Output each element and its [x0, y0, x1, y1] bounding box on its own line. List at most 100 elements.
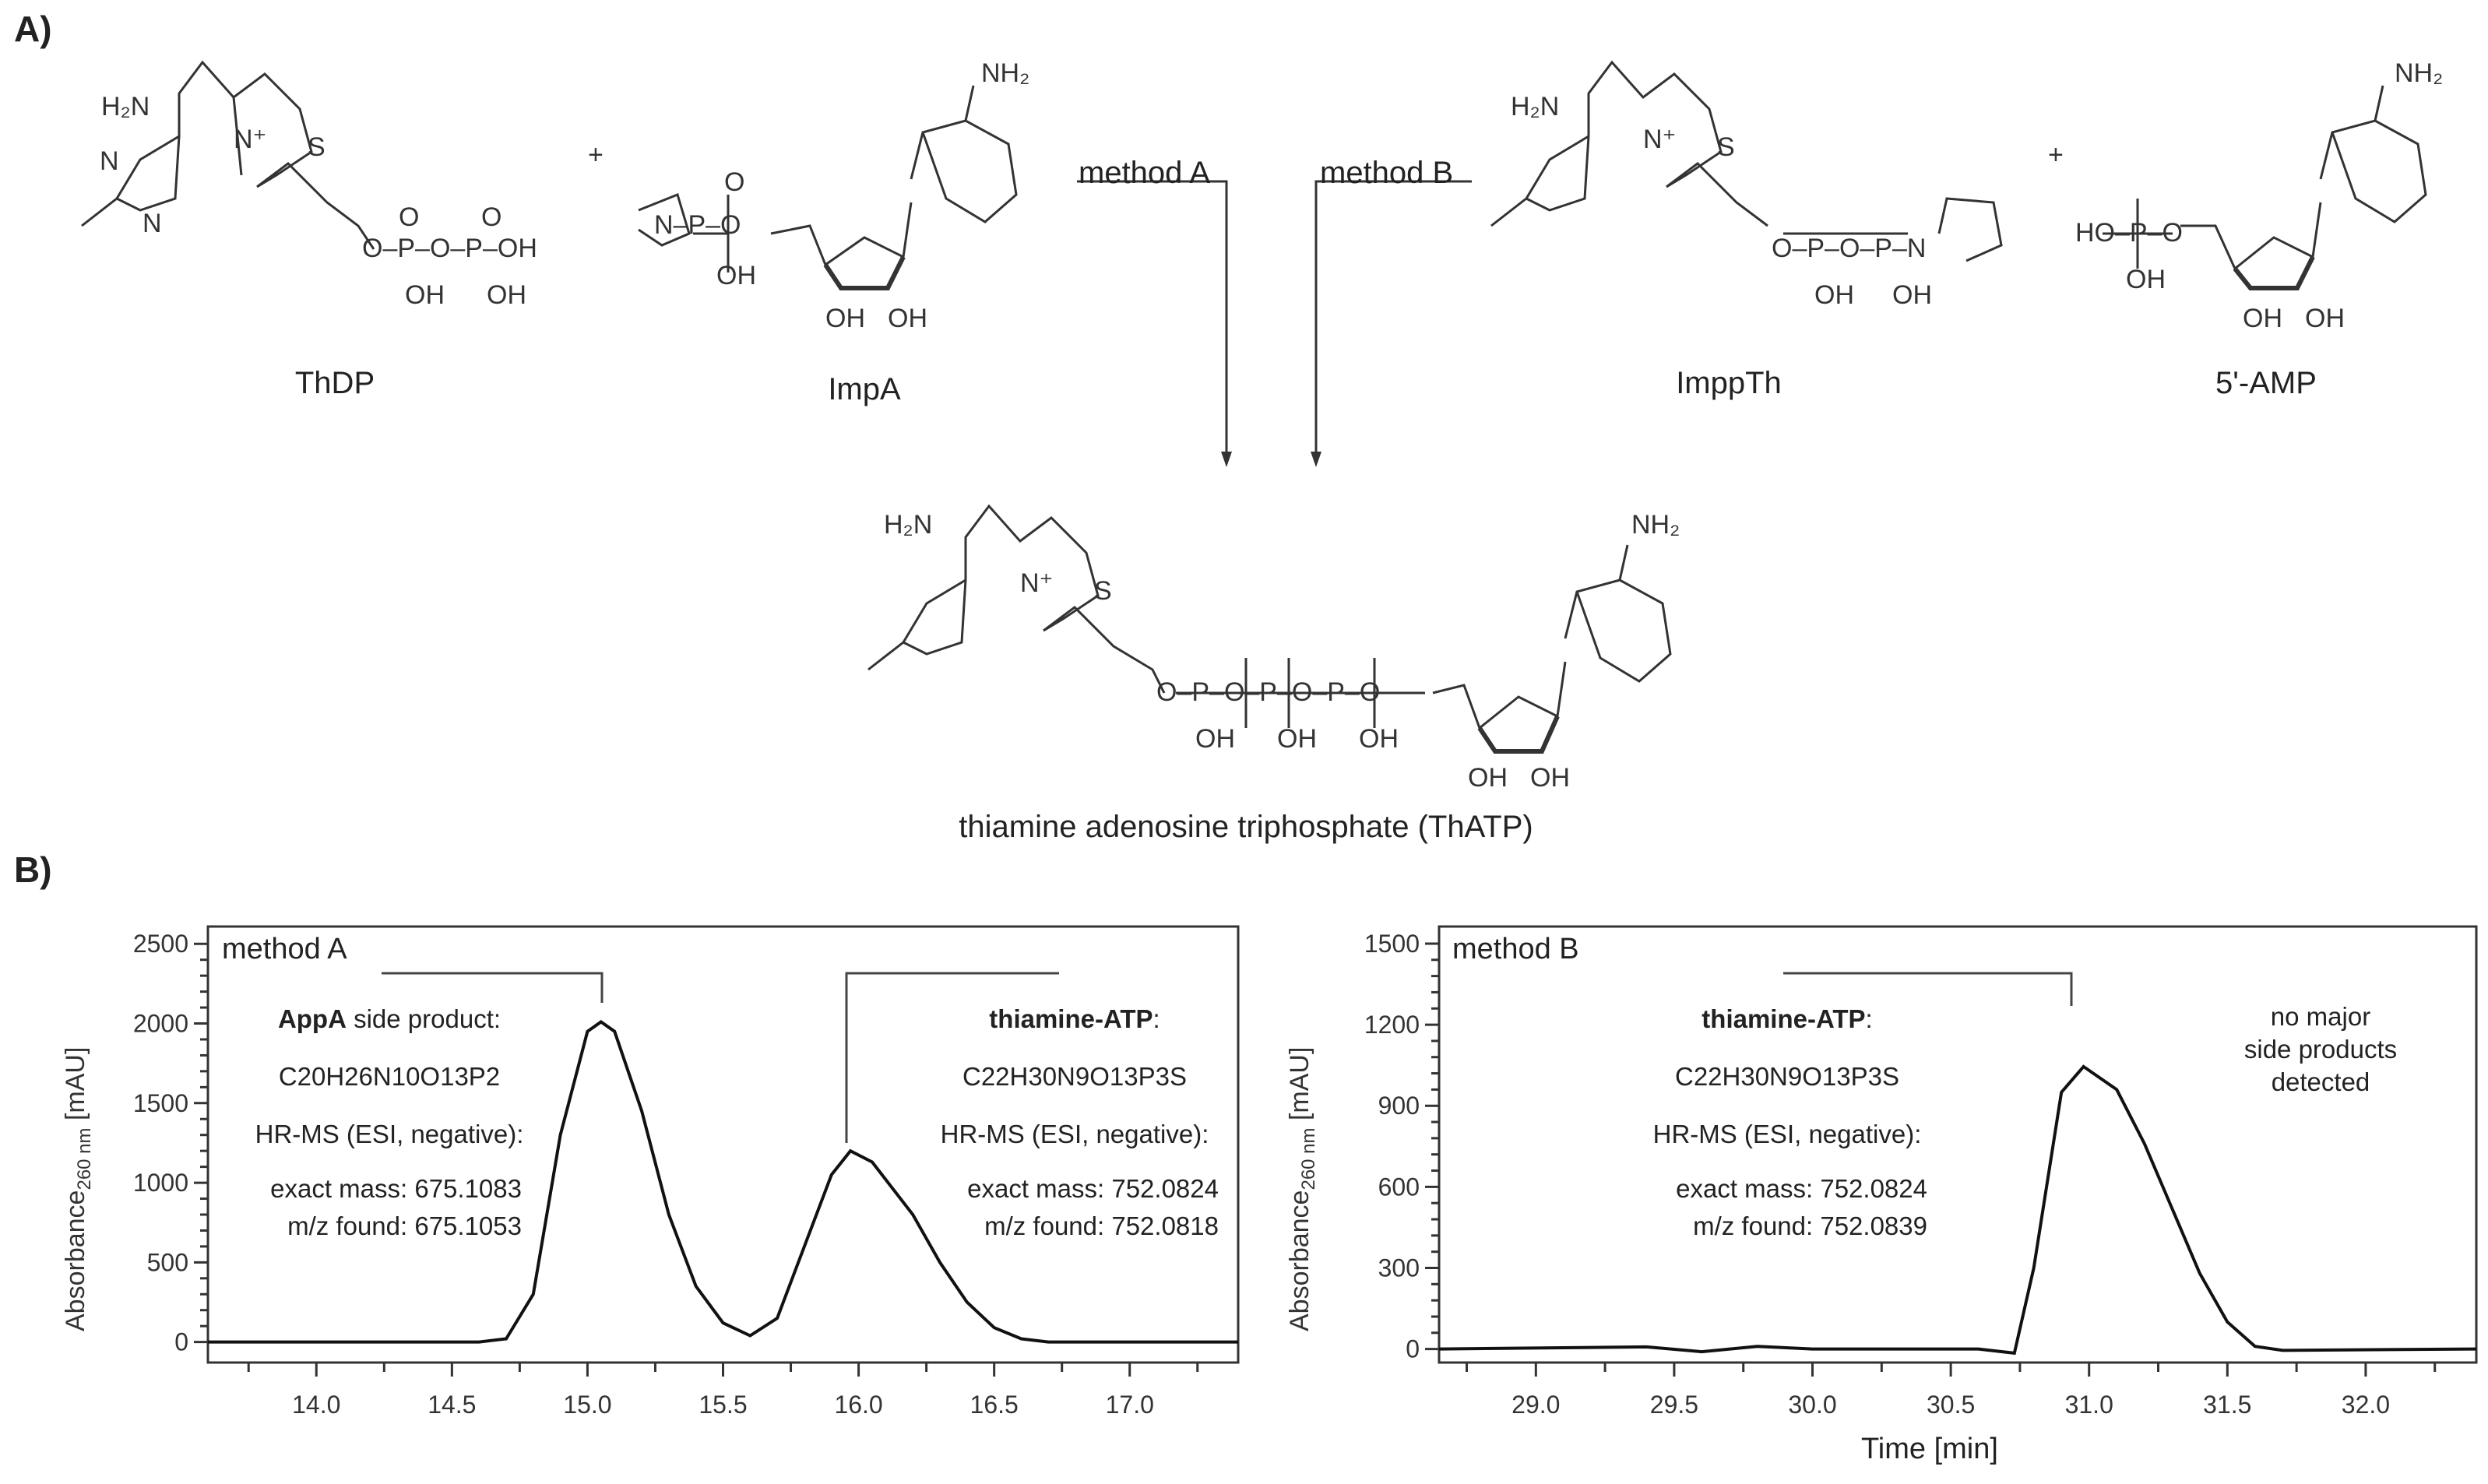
svg-text:HO–P–O: HO–P–O — [2075, 218, 2183, 248]
thatp-b-formula: C22H30N9O13P3S — [1674, 1062, 1899, 1091]
svg-text:2000: 2000 — [133, 1010, 188, 1038]
svg-text:O: O — [724, 167, 744, 197]
svg-text:H₂N: H₂N — [101, 92, 150, 121]
plus-sign-2: + — [2048, 140, 2064, 170]
thatp-a-title: thiamine-ATP — [989, 1004, 1153, 1033]
svg-text:16.5: 16.5 — [970, 1391, 1019, 1419]
svg-text:OH: OH — [1814, 280, 1854, 310]
annotation-thatp-b: thiamine-ATP: C22H30N9O13P3S HR-MS (ESI,… — [1639, 1000, 1935, 1245]
plus-sign-1: + — [588, 140, 604, 170]
note-line-2: side products — [2243, 1035, 2398, 1064]
note-line-1: no major — [2270, 1002, 2371, 1031]
svg-text:17.0: 17.0 — [1106, 1391, 1154, 1419]
method-a-arrow — [1077, 180, 1228, 459]
svg-text:1000: 1000 — [133, 1169, 188, 1197]
y-axis-label-a: Absorbance260 nm [mAU] — [61, 1047, 95, 1331]
appa-title-rest: side product: — [346, 1004, 501, 1033]
svg-text:OH: OH — [2243, 304, 2282, 333]
amp-structure — [2103, 85, 2427, 290]
method-b-arrow — [1314, 180, 1472, 459]
svg-text:OH: OH — [2305, 304, 2345, 333]
svg-text:S: S — [1717, 132, 1735, 162]
svg-text:OH: OH — [716, 261, 756, 290]
svg-text:29.5: 29.5 — [1650, 1391, 1698, 1419]
svg-text:15.5: 15.5 — [699, 1391, 747, 1419]
thdp-structure — [81, 60, 375, 250]
svg-text:OH: OH — [405, 280, 445, 310]
annotation-thatp-a: thiamine-ATP: C22H30N9O13P3S HR-MS (ESI,… — [911, 1000, 1238, 1245]
svg-text:OH: OH — [1468, 763, 1508, 793]
reaction-scheme: H₂N N N N⁺ S O–P–O–P–OH OH OH O O NH₂ N–P–O OH O… — [81, 58, 2443, 793]
svg-text:600: 600 — [1378, 1173, 1420, 1201]
note-line-3: detected — [2271, 1067, 2370, 1096]
svg-text:H₂N: H₂N — [884, 510, 932, 540]
svg-text:1500: 1500 — [133, 1089, 188, 1117]
chart-method-a: Absorbance260 nm [mAU] 05001000150020002… — [61, 925, 1240, 1419]
svg-text:N: N — [100, 146, 119, 176]
svg-text:N⁺: N⁺ — [234, 125, 267, 154]
x-axis-label: Time [min] — [1861, 1433, 1998, 1465]
thatp-a-found: m/z found: 752.0818 — [984, 1211, 1219, 1240]
svg-text:14.5: 14.5 — [428, 1391, 476, 1419]
svg-text:16.0: 16.0 — [834, 1391, 882, 1419]
svg-text:OH: OH — [487, 280, 526, 310]
svg-text:OH: OH — [1359, 724, 1399, 754]
chart-method-b: Absorbance260 nm [mAU] 0 300 600 900 1200 150… — [1285, 925, 2478, 1419]
svg-text:1200: 1200 — [1364, 1011, 1420, 1039]
amp-label: 5'-AMP — [2215, 366, 2317, 400]
svg-text:O–P–O–P–OH: O–P–O–P–OH — [362, 234, 537, 263]
svg-text:OH: OH — [1277, 724, 1317, 754]
svg-text:300: 300 — [1378, 1254, 1420, 1282]
svg-text:0: 0 — [174, 1328, 188, 1356]
svg-text:900: 900 — [1378, 1092, 1420, 1120]
thatp-b-title: thiamine-ATP — [1701, 1004, 1866, 1033]
annotation-appa: AppA side product: C20H26N10O13P2 HR-MS … — [234, 1000, 545, 1245]
thatp-structure — [867, 504, 1672, 754]
svg-text:0: 0 — [1406, 1335, 1420, 1363]
impa-label: ImpA — [828, 372, 901, 406]
svg-text:1500: 1500 — [1364, 930, 1420, 958]
thdp-label: ThDP — [294, 366, 375, 400]
thatp-a-title-rest: : — [1153, 1004, 1160, 1033]
svg-text:32.0: 32.0 — [2342, 1391, 2390, 1419]
svg-text:NH₂: NH₂ — [981, 58, 1029, 88]
svg-text:OH: OH — [1195, 724, 1235, 754]
svg-text:O–P–O–P–O–P–O: O–P–O–P–O–P–O — [1156, 677, 1380, 707]
svg-text:N⁺: N⁺ — [1020, 568, 1054, 598]
impa-structure — [638, 85, 1018, 290]
y-axis-label-b: Absorbance260 nm [mAU] — [1285, 1047, 1319, 1331]
thatp-b-method: HR-MS (ESI, negative): — [1652, 1120, 1922, 1148]
method-a-label: method A — [1079, 156, 1211, 190]
svg-text:OH: OH — [888, 304, 927, 333]
svg-text:OH: OH — [1530, 763, 1570, 793]
thatp-b-found: m/z found: 752.0839 — [1693, 1211, 1927, 1240]
svg-text:O–P–O–P–N: O–P–O–P–N — [1772, 234, 1926, 263]
svg-text:OH: OH — [2126, 265, 2166, 294]
svg-text:O: O — [481, 202, 501, 232]
svg-text:15.0: 15.0 — [563, 1391, 611, 1419]
panel-a-label: A) — [14, 9, 52, 49]
svg-text:30.5: 30.5 — [1927, 1391, 1975, 1419]
no-side-products-note: no major side products detected — [2204, 1000, 2437, 1099]
appa-formula: C20H26N10O13P2 — [278, 1062, 501, 1091]
chart-a-title: method A — [222, 933, 347, 965]
svg-text:N: N — [143, 209, 162, 238]
chart-b-title: method B — [1452, 933, 1579, 965]
svg-text:31.5: 31.5 — [2203, 1391, 2251, 1419]
svg-text:OH: OH — [1892, 280, 1932, 310]
thatp-label: thiamine adenosine triphosphate (ThATP) — [959, 810, 1533, 844]
imppth-label: ImppTh — [1676, 366, 1782, 400]
method-b-label: method B — [1320, 156, 1454, 190]
svg-text:H₂N: H₂N — [1511, 92, 1559, 121]
svg-text:S: S — [308, 132, 326, 162]
svg-text:30.0: 30.0 — [1788, 1391, 1836, 1419]
thatp-b-title-rest: : — [1865, 1004, 1873, 1033]
appa-method: HR-MS (ESI, negative): — [255, 1120, 524, 1148]
svg-text:N⁺: N⁺ — [1643, 125, 1677, 154]
svg-text:29.0: 29.0 — [1511, 1391, 1560, 1419]
thatp-a-formula: C22H30N9O13P3S — [962, 1062, 1187, 1091]
thatp-a-method: HR-MS (ESI, negative): — [940, 1120, 1209, 1148]
svg-text:N–P–O: N–P–O — [654, 210, 741, 240]
svg-text:OH: OH — [825, 304, 865, 333]
appa-exact-mass: exact mass: 675.1083 — [270, 1174, 522, 1203]
